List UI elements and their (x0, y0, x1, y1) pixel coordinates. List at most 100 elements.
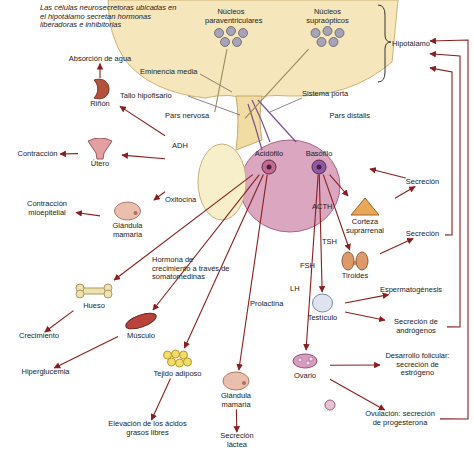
organ-node: Corteza suprarrenal (335, 196, 395, 235)
node-text: Músculo (127, 332, 155, 341)
organ-node: Tejido adiposo (150, 348, 205, 379)
organ-node: Riñón (80, 78, 120, 109)
bracket (378, 5, 391, 82)
node-text: Elevación de los ácidos grasos libres (105, 420, 190, 437)
node-text: Tejido adiposo (154, 370, 202, 379)
hormone-arrow (184, 175, 263, 348)
organ-icon (300, 292, 345, 314)
hormone-label: FSH (300, 262, 318, 271)
effect-text: Contracción mioepitelial (18, 200, 76, 217)
effect-text: Secreción (400, 178, 445, 187)
organ-icon (300, 25, 355, 49)
organ-icon (118, 310, 164, 332)
node-text: Núcleos supraópticos (300, 8, 355, 25)
region-node: Hipotálamo Núcleos paraventriculares Núcle… (180, 2, 430, 87)
cell-node: Acidófilo (248, 150, 290, 175)
follicle (298, 358, 302, 362)
hormone-arrow (122, 155, 165, 159)
organ-icon (205, 25, 257, 49)
node-text: Corteza suprarrenal (335, 218, 395, 235)
node-text: Secreción (406, 178, 439, 187)
hormone-arrow (330, 379, 385, 410)
effect-text: Elevación de los ácidos grasos libres (105, 420, 190, 437)
organ-node: Músculo (118, 310, 164, 341)
annotation-label: Sistema porta (302, 90, 354, 99)
node-text: Secreción (406, 230, 439, 239)
hormone-arrow (153, 175, 259, 310)
posterior-lobe (198, 144, 246, 220)
node-text: Hueso (83, 302, 105, 311)
hormone-arrow (330, 364, 380, 365)
hormone-label: LH (290, 285, 304, 294)
node-text: Ovulación: secreción de progesterona (360, 410, 440, 427)
hormone-arrow (215, 49, 227, 112)
follicle (309, 357, 313, 361)
organ-node: Tiroides (330, 250, 380, 281)
nucleus-group: Núcleos paraventriculares (205, 8, 257, 49)
organ-node: Hueso (72, 280, 116, 311)
organ-node: Ovario (280, 350, 330, 381)
fat-cell (168, 358, 176, 366)
leader-line (270, 98, 302, 112)
organ-icon (330, 250, 380, 272)
hormone-arrow (370, 169, 406, 178)
annotation-label: Las células neurosecretoras ubicadas en … (40, 4, 178, 30)
effect-text: Secreción (400, 230, 445, 239)
hormone-label: TSH (322, 238, 344, 247)
fat-cell (172, 350, 180, 358)
node-text: Glándula mamaria (210, 392, 262, 409)
node-text: Riñón (90, 100, 110, 109)
effect-text: Espermatogénesis (378, 286, 444, 295)
node-text: Espermatogénesis (380, 286, 442, 295)
hormone-label: ACTH (312, 203, 336, 212)
node-text: Útero (91, 160, 109, 169)
organ-icon (210, 370, 262, 392)
hormone-label: Prolactina (250, 300, 292, 309)
node-text: Acidófilo (255, 150, 283, 159)
effect-text: Secreción de andrógenos (385, 318, 447, 335)
hormone-label: ADH (172, 142, 194, 151)
hormone-arrow (120, 106, 165, 135)
hormone-arrow (60, 153, 78, 154)
effect-text: Secreción láctea (212, 432, 262, 449)
node-text: Ovario (294, 372, 316, 381)
hormone-arrow (345, 295, 389, 303)
cell-nucleus (267, 164, 272, 169)
anterior-lobe (240, 140, 340, 232)
neuron-cell (233, 38, 242, 47)
node-text: Crecimiento (19, 332, 59, 341)
effect-text: Contracción (15, 150, 60, 159)
hormone-arrow (99, 64, 100, 78)
thyroid-lobe (356, 252, 368, 270)
hormone-arrow (239, 175, 267, 370)
hormone-arrow (151, 379, 170, 420)
hypothalamus-shape (108, 0, 398, 100)
thyroid-lobe (342, 252, 354, 270)
ovary-shape (293, 354, 317, 368)
effect-text: Ovulación: secreción de progesterona (360, 410, 440, 427)
effect-text: Absorción de agua (60, 55, 140, 64)
organ-icon (298, 159, 340, 175)
neuron-cell (239, 29, 248, 38)
breast-shape (115, 202, 141, 220)
node-text: Basófilo (306, 150, 333, 159)
portal-vessel (258, 100, 296, 142)
hormone-arrow (236, 409, 238, 432)
node-text: Testículo (308, 314, 338, 323)
region-node: Pars distalisAcidófiloBasófilo (245, 112, 370, 194)
nucleus-group: Núcleos supraópticos (300, 8, 355, 49)
neuron-cell (221, 38, 230, 47)
cell-body (262, 160, 276, 174)
cell-body (312, 160, 326, 174)
node-text: Hipotálamo (392, 40, 430, 49)
hormone-arrow (430, 68, 452, 235)
breast-shape (223, 372, 249, 390)
neuron-cell (317, 38, 326, 47)
organ-node: Útero (78, 138, 122, 169)
nipple (134, 211, 138, 215)
node-text: Hiperglucemia (22, 368, 70, 377)
hormone-arrow (54, 337, 118, 368)
neuron-cell (227, 27, 236, 36)
effect-text: Desarrollo folicular: secreción de estró… (380, 352, 455, 378)
effect-text: Crecimiento (15, 332, 63, 341)
